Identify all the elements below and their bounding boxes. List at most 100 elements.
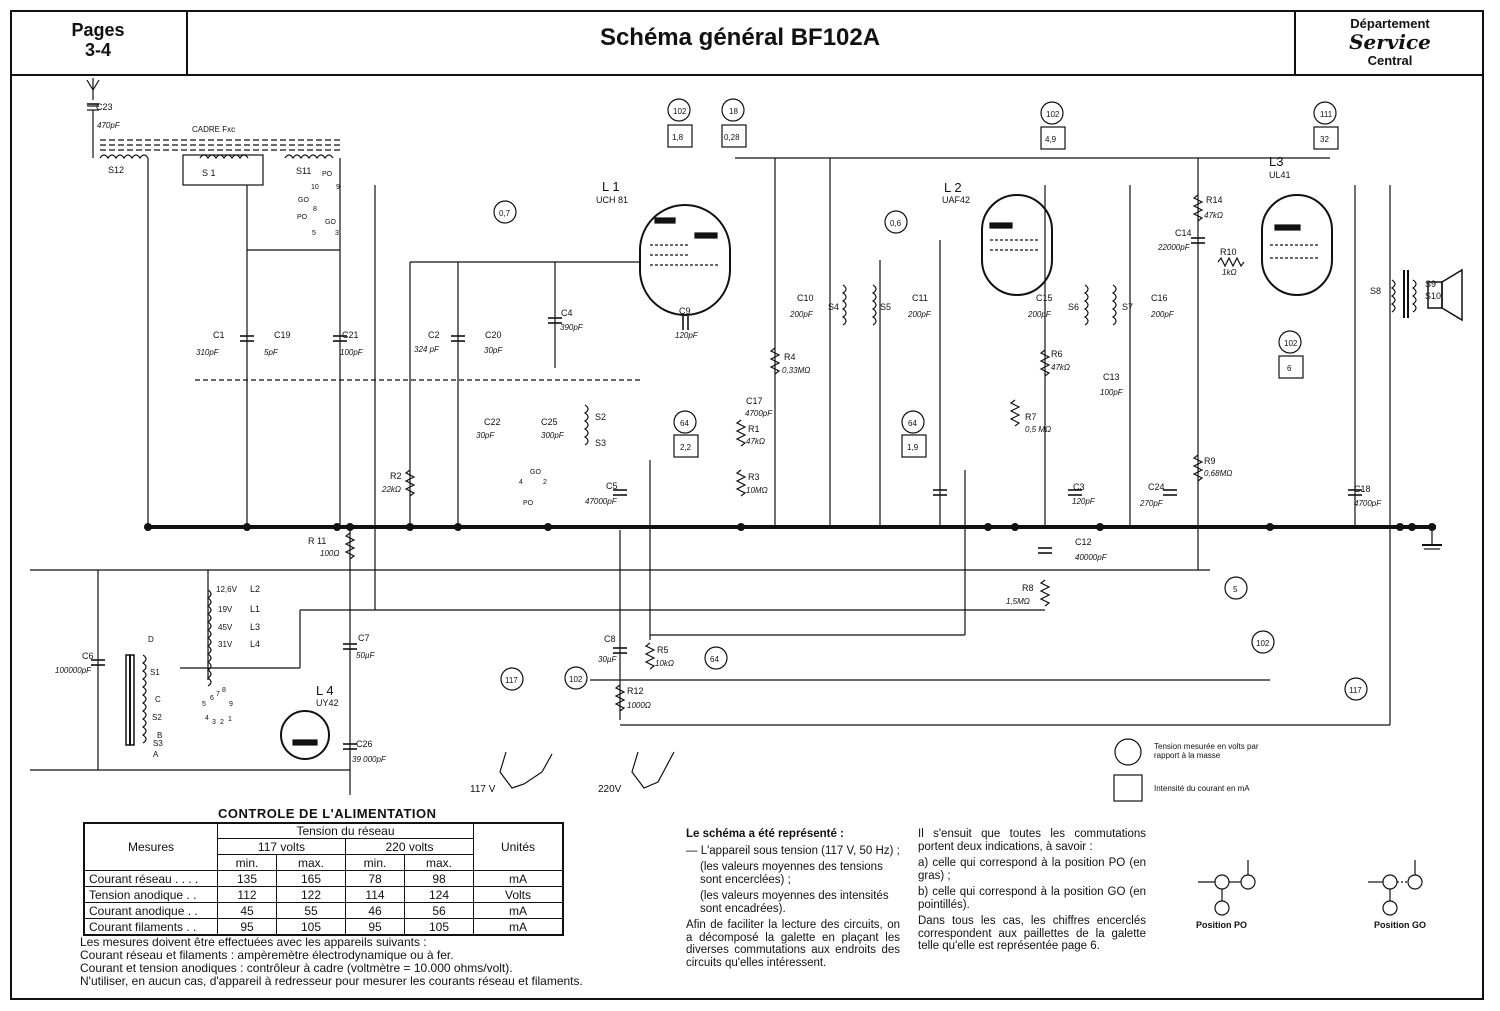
label-s8: S8 (1370, 286, 1381, 296)
value-c4: 390pF (560, 323, 584, 332)
sw-num-6: 4 (519, 479, 523, 486)
position-go-illustration (1368, 860, 1423, 916)
label-cadre: CADRE Fxc (192, 125, 235, 134)
resistors (344, 194, 1245, 712)
tube-l4-ref: L 4 (316, 683, 334, 698)
box-6: 1,9 (907, 443, 919, 452)
page-title: Schéma général BF102A (599, 24, 881, 51)
legend-square-text: Intensité du courant en mA (1154, 784, 1250, 793)
cell: 112 (217, 886, 277, 903)
expl-para2: Afin de faciliter la lecture des circuit… (686, 919, 900, 969)
box-4: 32 (1320, 135, 1329, 144)
xfmr-a: A (153, 750, 159, 759)
label-c3: C3 (1073, 482, 1085, 492)
value-c13: 100pF (1100, 388, 1124, 397)
cell: 165 (276, 870, 346, 887)
label-c20: C20 (485, 330, 502, 340)
sw-num-12: 9 (229, 701, 233, 708)
label-s3: S3 (595, 438, 606, 448)
label-r9: R9 (1204, 456, 1216, 466)
table-row: Courant anodique . . 45 55 46 56 mA (83, 902, 564, 919)
value-r6: 47kΩ (1051, 363, 1070, 372)
cell: 114 (345, 886, 405, 903)
xfmr-c: C (155, 695, 161, 704)
coil-s11 (284, 154, 334, 160)
circle-15: 102 (1256, 639, 1270, 648)
label-c14: C14 (1175, 228, 1192, 238)
if-coils (141, 279, 1417, 744)
th-unites: Unités (473, 822, 564, 871)
department-box: Département Service Central (1294, 10, 1484, 74)
label-s6: S6 (1068, 302, 1079, 312)
selector-117v (499, 751, 553, 789)
label-c4: C4 (561, 308, 573, 318)
tube-l1 (639, 204, 731, 316)
pages-box: Pages 3-4 (10, 10, 188, 74)
value-r7: 0,5 MΩ (1025, 425, 1051, 434)
fil-2-v: 19V (218, 605, 233, 614)
fil-4-v: 31V (218, 640, 233, 649)
sw-num-5: 3 (335, 230, 339, 237)
label-c15: C15 (1036, 293, 1053, 303)
fil-1-ref: L2 (250, 584, 260, 594)
circle-11: 117 (505, 676, 518, 685)
expl-para4: Dans tous les cas, les chiffres encerclé… (918, 915, 1146, 952)
xfmr-s2: S2 (152, 713, 162, 722)
circle-1: 102 (673, 107, 687, 116)
value-c18: 4700pF (1354, 499, 1382, 508)
label-c16: C16 (1151, 293, 1168, 303)
th-max-220: max. (404, 854, 474, 871)
sw-lbl-2: GO (298, 197, 309, 204)
selector-220v (631, 751, 675, 789)
circle-10: 102 (1284, 339, 1298, 348)
label-c7: C7 (358, 633, 370, 643)
coil-s12 (99, 154, 149, 160)
value-c25: 300pF (541, 431, 565, 440)
label-s4: S4 (828, 302, 839, 312)
fil-4-ref: L4 (250, 639, 260, 649)
sw-num-4: 5 (312, 230, 316, 237)
s1-box (182, 154, 264, 186)
cell: 122 (276, 886, 346, 903)
value-r5: 10kΩ (655, 659, 674, 668)
control-notes: Les mesures doivent être effectuées avec… (80, 936, 583, 988)
value-c7: 50µF (356, 651, 376, 660)
table-row: Tension anodique . . 112 122 114 124 Vol… (83, 886, 564, 903)
fil-3-v: 45V (218, 623, 233, 632)
box-7: 6 (1287, 364, 1292, 373)
value-c26: 39 000pF (352, 755, 387, 764)
xfmr-s3: S3 (153, 739, 163, 748)
antenna (86, 78, 100, 158)
sw-num-13: 4 (205, 715, 209, 722)
value-c12: 40000pF (1075, 553, 1108, 562)
label-c24: C24 (1148, 482, 1165, 492)
tube-l3-type: UL41 (1269, 170, 1291, 180)
cell: 45 (217, 902, 277, 919)
value-c23: 470pF (97, 121, 121, 130)
cell: 105 (404, 918, 474, 936)
capacitors (87, 103, 1362, 750)
xfmr-d: D (148, 635, 154, 644)
th-tension: Tension du réseau (217, 822, 474, 839)
note-line: N'utiliser, en aucun cas, d'appareil à r… (80, 974, 583, 988)
header-bar: Pages 3-4 Schéma général BF102A Départem… (10, 10, 1484, 76)
label-c5: C5 (606, 481, 618, 491)
selector-117-label: 117 V (470, 784, 496, 795)
power-transformer (125, 654, 135, 746)
dept-line3: Central (1367, 53, 1413, 68)
cell-unit: mA (473, 902, 564, 919)
value-c21: 100pF (340, 348, 364, 357)
label-c17: C17 (746, 396, 763, 406)
tube-l2 (981, 194, 1053, 296)
cell: 55 (276, 902, 346, 919)
label-r6: R6 (1051, 349, 1063, 359)
circle-14: 64 (710, 655, 719, 664)
label-r2: R2 (390, 471, 402, 481)
output-transformer (1403, 270, 1409, 318)
row-label: Tension anodique . . (83, 886, 218, 903)
label-c18: C18 (1354, 484, 1371, 494)
control-title: CONTROLE DE L'ALIMENTATION (218, 806, 437, 821)
tube-l1-type: UCH 81 (596, 195, 628, 205)
value-c16: 200pF (1150, 310, 1175, 319)
sw-lbl-5: PO (523, 500, 534, 507)
